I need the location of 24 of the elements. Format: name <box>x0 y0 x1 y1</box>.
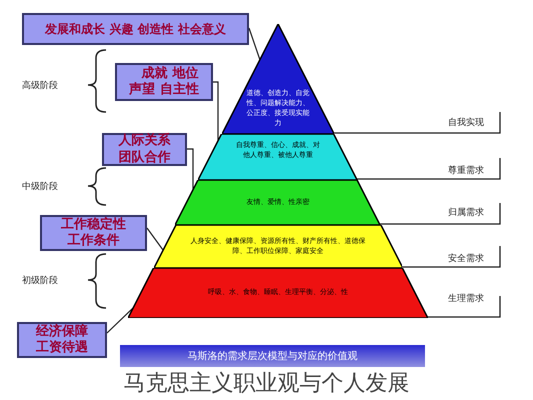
need-label: 归属需求 <box>448 206 484 219</box>
value-box: 人际关系团队合作 <box>102 133 187 166</box>
need-label: 生理需求 <box>448 292 484 305</box>
leader-line <box>187 148 194 190</box>
caption-band: 马斯洛的需求层次模型与对应的价值观 <box>120 345 425 367</box>
stage-label: 中级阶段 <box>22 180 58 193</box>
pyramid-layer <box>128 268 428 318</box>
need-label: 安全需求 <box>448 252 484 265</box>
leader-line <box>248 28 261 60</box>
value-box: 经济保障工资待遇 <box>17 322 107 358</box>
value-box: 成就 地位声望 自主性 <box>115 63 213 101</box>
leader-line <box>213 81 219 142</box>
need-label: 尊重需求 <box>448 164 484 177</box>
need-label: 自我实现 <box>448 116 484 129</box>
pyramid-layer <box>198 134 358 180</box>
title: 马克思主义职业观与个人发展 <box>122 370 410 398</box>
value-box: 工作稳定性工作条件 <box>40 215 147 251</box>
leader-line <box>106 308 134 334</box>
banner-box: 发展和成长 兴趣 创造性 社会意义 <box>22 13 249 45</box>
pyramid-layer <box>175 180 380 225</box>
stage-label: 初级阶段 <box>22 274 58 287</box>
stage-label: 高级阶段 <box>22 80 58 92</box>
pyramid-layer <box>154 225 402 268</box>
leader-line <box>146 228 164 250</box>
